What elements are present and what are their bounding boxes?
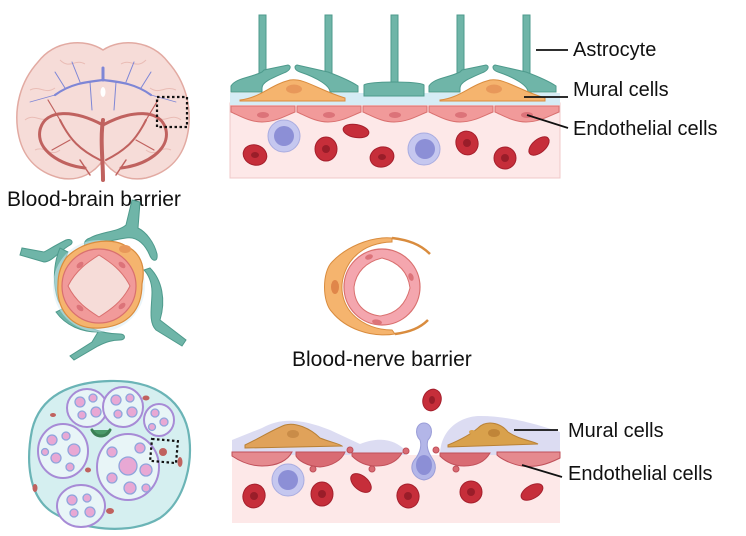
leukocytes-top — [267, 119, 441, 166]
label-mural-cells-top: Mural cells — [573, 79, 669, 101]
label-mural-cells-bottom: Mural cells — [568, 420, 664, 442]
axons — [40, 393, 169, 518]
mural-cells-bottom — [244, 422, 539, 449]
dashed-zoom-box-icon — [155, 95, 189, 129]
astrocyte-end-feet — [230, 14, 557, 97]
extravasating-leukocyte — [411, 422, 436, 481]
mural-cells-top — [239, 79, 546, 102]
dashed-zoom-box-nerve — [148, 437, 180, 465]
mural-cell-bnb-cross — [324, 237, 396, 336]
label-astrocyte: Astrocyte — [573, 39, 657, 61]
brain-illustration — [16, 42, 190, 182]
caption-blood-nerve-barrier: Blood-nerve barrier — [292, 348, 472, 371]
label-endothelial-cells-top: Endothelial cells — [573, 118, 718, 140]
label-endothelial-cells-bottom: Endothelial cells — [568, 463, 713, 485]
endothelial-cells-bottom — [231, 446, 561, 473]
